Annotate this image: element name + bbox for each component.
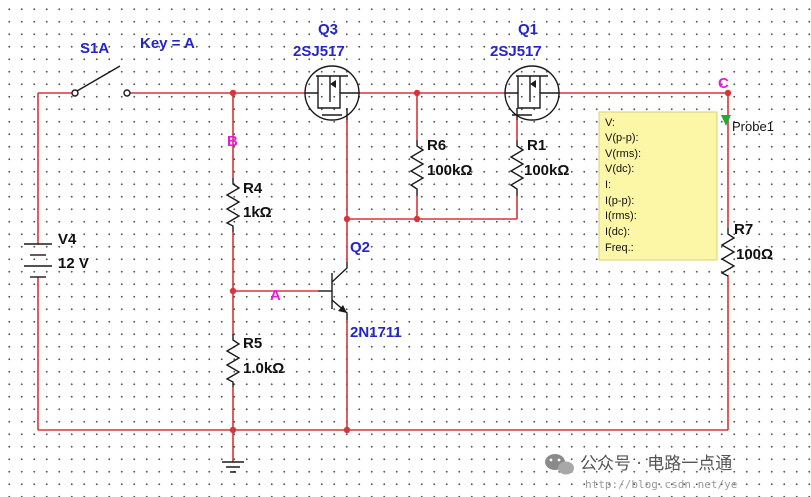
resistor-zigzag	[509, 140, 525, 196]
junction-dot	[229, 89, 237, 97]
mosfet-model-label: 2SJ517	[490, 43, 542, 60]
mosfet-name-label: Q1	[518, 21, 538, 38]
probe-line: I:	[605, 179, 611, 191]
junction-dot	[343, 215, 351, 223]
mosfet-arrow	[530, 80, 536, 88]
transistor-name-label: Q2	[350, 239, 370, 256]
mosfet-q1[interactable]: Q1 2SJ517	[490, 21, 560, 121]
probe-line: I(p-p):	[605, 195, 634, 207]
junction-dot	[229, 287, 237, 295]
probe-line: I(dc):	[605, 226, 630, 238]
resistor-value-label: 100kΩ	[427, 162, 472, 179]
resistor-r7[interactable]: R7 100Ω	[720, 221, 773, 277]
node-label-c: C	[718, 75, 729, 92]
ground-icon	[222, 461, 244, 473]
mosfet-channel-segments	[517, 76, 541, 102]
resistor-r4[interactable]: R4 1kΩ	[225, 178, 272, 232]
junction-dot	[724, 89, 732, 97]
resistor-zigzag	[225, 334, 241, 387]
resistor-value-label: 1.0kΩ	[243, 360, 284, 377]
switch-key-label: Key = A	[140, 35, 195, 52]
junction-dot	[343, 426, 351, 434]
wechat-icon	[545, 454, 574, 475]
resistor-value-label: 100Ω	[736, 246, 773, 263]
resistor-value-label: 1kΩ	[243, 204, 272, 221]
junction-dot	[413, 89, 421, 97]
probe-arrow-icon	[721, 115, 731, 126]
transistor-collector	[331, 262, 348, 283]
resistor-name-label: R7	[734, 221, 753, 238]
mosfet-channel-leads	[305, 92, 360, 109]
probe-line: V:	[605, 117, 615, 129]
probe-line: Freq.:	[605, 242, 634, 254]
switch-contact	[71, 89, 79, 97]
resistor-zigzag	[409, 140, 425, 196]
resistor-value-label: 100kΩ	[524, 162, 569, 179]
transistor-q2[interactable]: Q2 2N1711	[318, 239, 402, 341]
switch-contact	[123, 89, 131, 97]
resistor-zigzag	[225, 178, 241, 232]
watermark-text: 公众号 · 电路一点通	[580, 454, 732, 474]
probe1[interactable]: Probe1 V: V(p-p): V(rms): V(dc): I: I(p-…	[598, 111, 774, 261]
probe-line: I(rms):	[605, 210, 637, 222]
mosfet-gate	[512, 108, 532, 120]
ground-symbol	[222, 461, 244, 473]
mosfet-gate	[322, 108, 348, 120]
mosfet-name-label: Q3	[318, 21, 338, 38]
node-label-b: B	[227, 133, 238, 150]
probe-line: V(rms):	[605, 148, 641, 160]
junction-dot	[229, 426, 237, 434]
transistor-model-label: 2N1711	[350, 324, 402, 341]
resistor-name-label: R5	[243, 335, 262, 352]
mosfet-channel-leads	[505, 92, 560, 109]
probe-line: V(dc):	[605, 163, 634, 175]
node-label-a: A	[270, 287, 281, 304]
mosfet-q3[interactable]: Q3 2SJ517	[293, 21, 360, 121]
wires	[37, 92, 729, 462]
switch-s1a[interactable]: S1A Key = A	[71, 35, 195, 97]
battery-value-label: 12 V	[58, 255, 89, 272]
probe-line: V(p-p):	[605, 132, 639, 144]
resistor-r5[interactable]: R5 1.0kΩ	[225, 334, 284, 387]
switch-blade	[76, 65, 121, 92]
watermark-url: http://blog.csdn.net/ye	[585, 478, 737, 491]
probe-name-label: Probe1	[732, 119, 774, 134]
resistor-r1[interactable]: R1 100kΩ	[509, 137, 569, 196]
resistor-name-label: R4	[243, 180, 263, 197]
resistor-r6[interactable]: R6 100kΩ	[409, 137, 472, 196]
probe-readout-box	[598, 111, 718, 261]
junction-nodes	[229, 89, 732, 434]
mosfet-channel-segments	[317, 76, 341, 102]
junction-dot	[413, 215, 421, 223]
battery-name-label: V4	[58, 231, 77, 248]
resistor-name-label: R1	[527, 137, 546, 154]
resistor-zigzag	[720, 228, 736, 277]
watermark: 公众号 · 电路一点通 http://blog.csdn.net/ye	[545, 454, 737, 491]
switch-name-label: S1A	[80, 40, 109, 57]
mosfet-model-label: 2SJ517	[293, 43, 345, 60]
mosfet-arrow	[330, 80, 336, 88]
battery-v4[interactable]: V4 12 V	[24, 231, 89, 278]
resistor-name-label: R6	[427, 137, 446, 154]
transistor-emitter-arrow	[338, 305, 347, 313]
